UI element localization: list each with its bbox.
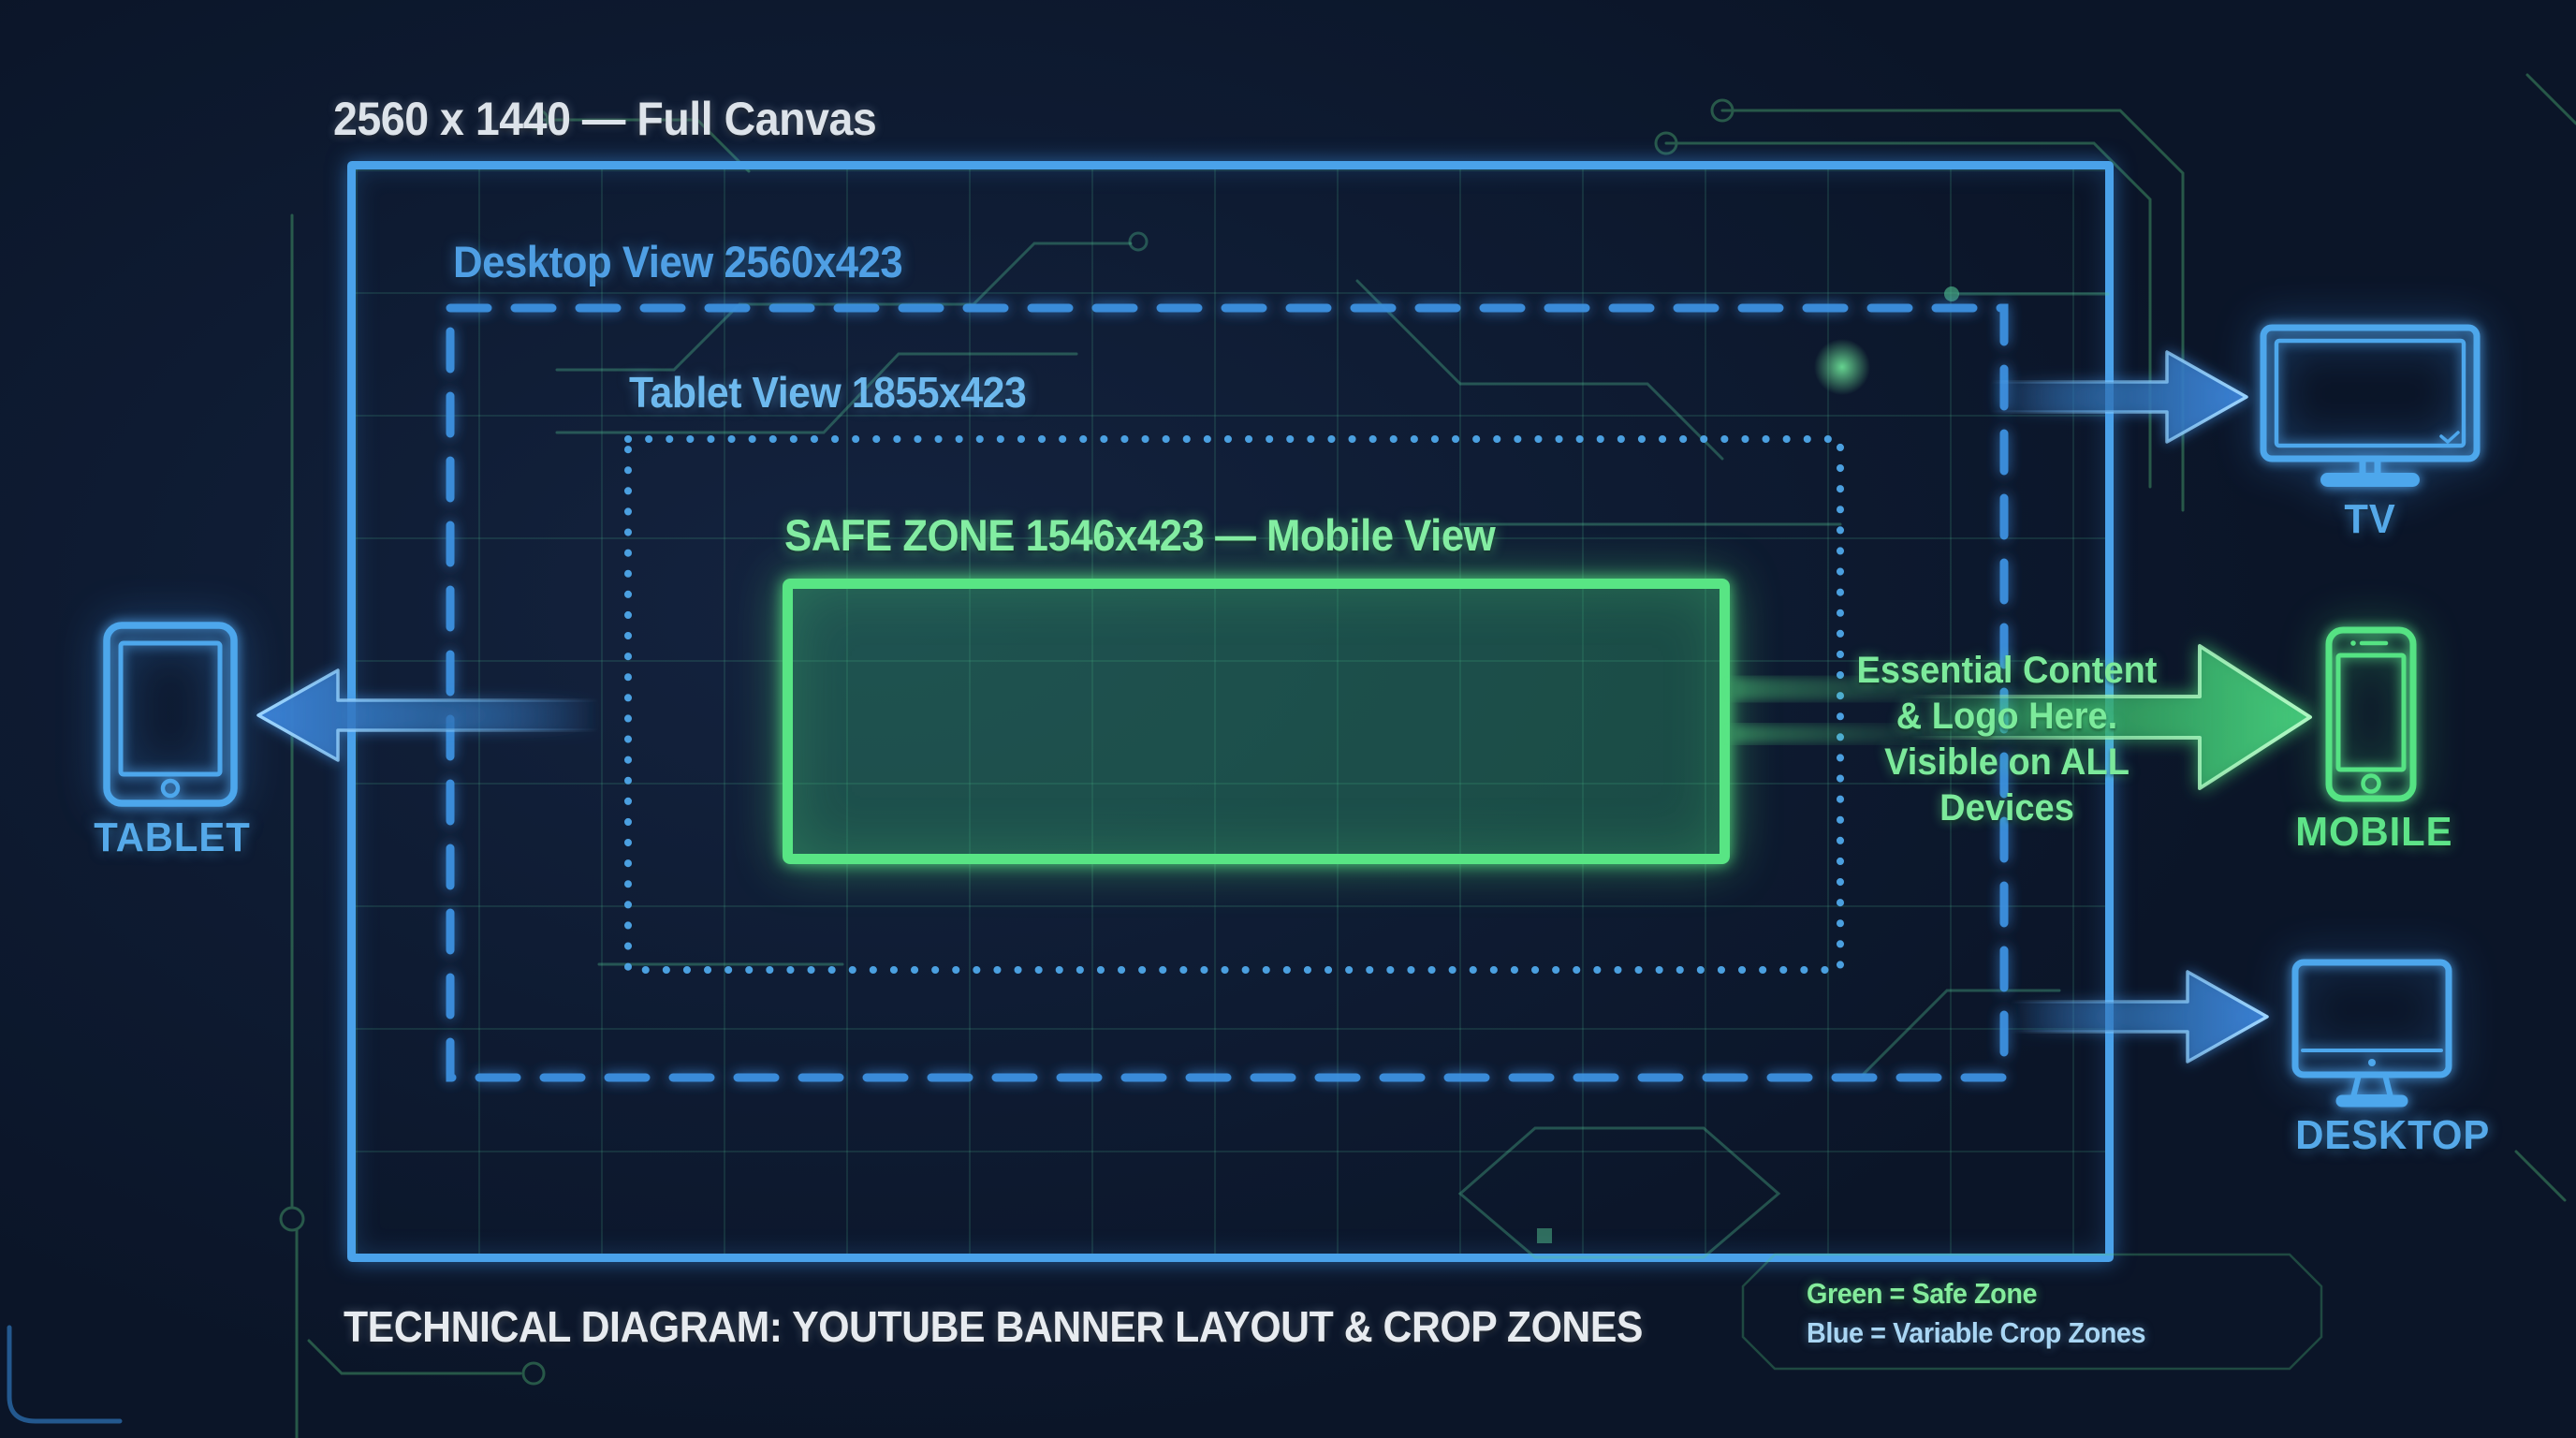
desktop-view-label: Desktop View 2560x423 — [453, 237, 903, 286]
desktop-icon — [2291, 959, 2452, 1108]
mobile-device-label: MOBILE — [2295, 809, 2453, 855]
legend-green-entry: Green = Safe Zone — [1807, 1277, 2038, 1310]
note-line-2: & Logo Here. — [1895, 696, 2118, 737]
tv-device-label: TV — [2344, 496, 2396, 542]
diagram-footer-title: TECHNICAL DIAGRAM: YOUTUBE BANNER LAYOUT… — [344, 1302, 1643, 1351]
note-line-3: Visible on ALL Devices — [1884, 741, 2130, 829]
legend-blue-entry: Blue = Variable Crop Zones — [1807, 1316, 2146, 1349]
tablet-view-label: Tablet View 1855x423 — [629, 368, 1027, 417]
legend-panel-outline — [1741, 1253, 2323, 1371]
canvas-size-title: 2560 x 1440 — Full Canvas — [333, 93, 877, 145]
tv-icon — [2260, 324, 2481, 487]
safe-zone-rect — [783, 579, 1730, 864]
safe-zone-label: SAFE ZONE 1546x423 — Mobile View — [784, 510, 1496, 560]
tablet-device-label: TABLET — [94, 814, 251, 860]
desktop-device-label: DESKTOP — [2295, 1112, 2491, 1158]
note-line-1: Essential Content — [1856, 650, 2158, 691]
tablet-icon — [103, 622, 238, 807]
essential-content-note: Essential Content & Logo Here. Visible o… — [1833, 648, 2181, 831]
mobile-icon — [2325, 626, 2417, 802]
